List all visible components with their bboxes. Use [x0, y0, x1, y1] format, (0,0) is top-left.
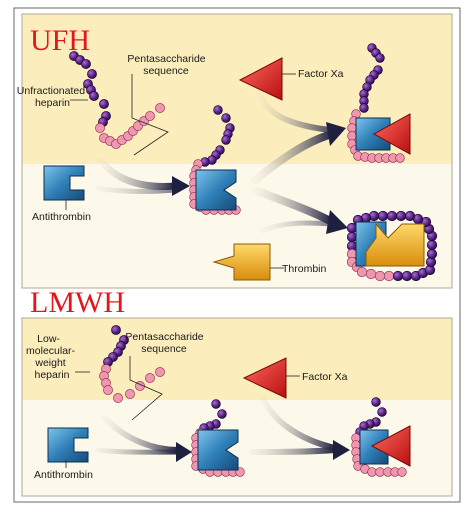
arrow-head [172, 176, 190, 196]
label-antithrombin-ufh: Antithrombin [32, 211, 91, 223]
heparin-bead [392, 270, 404, 282]
label-line: heparin [35, 97, 70, 109]
lmwh-arrows [94, 393, 350, 462]
lmwh-panel-border [21, 317, 453, 497]
arrow-complex-to-thrombin [251, 186, 336, 226]
pentasaccharide-bead [375, 467, 385, 477]
ufh-title: UFH [30, 24, 90, 57]
arrow-factor-xa-in [255, 89, 331, 133]
pentasaccharide-bead [356, 266, 368, 278]
heparin-bead [375, 53, 385, 63]
lmwh-title: LMWH [30, 286, 125, 319]
heparin-bead [81, 59, 91, 69]
pentasaccharide-bead [125, 389, 135, 399]
pentasaccharide-bead [374, 270, 386, 282]
thrombin-shape [212, 243, 271, 281]
label-line: sequence [141, 343, 187, 355]
pentasaccharide-bead [365, 268, 377, 280]
heparin-bead [89, 91, 99, 101]
thrombin-shape [365, 222, 425, 267]
heparin-bead [346, 222, 358, 234]
heparin-bead [395, 210, 407, 222]
antithrombin-shape [47, 427, 89, 463]
label-line: sequence [143, 65, 189, 77]
ufh-heparin-chain [69, 51, 165, 149]
heparin-bead [111, 325, 121, 335]
arrow-head [326, 122, 346, 146]
label-line: Pentasaccharide [125, 331, 203, 343]
pentasaccharide-bead [347, 123, 357, 133]
label-unfractionated-heparin: Unfractionated heparin [17, 85, 88, 109]
heparin-bead [346, 231, 358, 243]
pentasaccharide-bead [383, 270, 395, 282]
pentasaccharide-bead [155, 103, 165, 113]
label-pentasaccharide-ufh: Pentasaccharide sequence [127, 53, 208, 77]
heparin-chains [69, 43, 438, 477]
label-factor-xa-lmwh: Factor Xa [302, 371, 348, 383]
lmwh-panel [21, 317, 453, 497]
antithrombin-free [43, 165, 85, 201]
ufh-panel-border [21, 13, 453, 289]
arrow-factor-xa-in [259, 393, 336, 451]
heparin-bead [221, 113, 231, 123]
heparin-bead [377, 407, 387, 417]
antithrombin-shape [197, 429, 239, 471]
heparin-bead [211, 399, 221, 409]
pentasaccharide-bead [145, 111, 155, 121]
heparin-bead [87, 69, 97, 79]
pentasaccharide-bead [155, 367, 165, 377]
arrow-antithrombin-to-complex [94, 185, 176, 194]
arrow-antithrombin-to-complex [94, 447, 179, 455]
leader-lines [65, 73, 300, 468]
label-line: Pentasaccharide [127, 53, 205, 65]
pentasaccharide-bead [395, 153, 405, 163]
pentasaccharide-bead [397, 467, 407, 477]
pentasaccharide-bead [113, 393, 123, 403]
pentasaccharide-bead [95, 123, 105, 133]
pentasaccharide-bead [347, 131, 357, 141]
heparin-bead [426, 239, 438, 251]
heparin-bead [401, 270, 413, 282]
antithrombin-shape [195, 169, 237, 211]
heparin-bead [99, 99, 109, 109]
arrow-complex-to-xa [249, 447, 336, 455]
label-factor-xa-ufh: Factor Xa [298, 68, 344, 80]
label-line: heparin [34, 369, 69, 381]
factor-xa-shape [372, 113, 411, 155]
pentasaccharide-bead [103, 385, 113, 395]
heparin-bead [386, 210, 398, 222]
label-antithrombin-lmwh: Antithrombin [34, 469, 93, 481]
arrow-head [333, 440, 350, 460]
antithrombin-shape [43, 165, 85, 201]
arrow-head [326, 210, 348, 234]
label-thrombin: Thrombin [282, 263, 327, 275]
heparin-bead [371, 397, 381, 407]
pentasaccharide-bead [367, 467, 377, 477]
lmwh-panel-top [22, 318, 452, 400]
arrow-head [176, 442, 192, 462]
heparin-bead [359, 103, 369, 113]
factor-xa-shape [238, 57, 283, 101]
pentasaccharide-bead [145, 373, 155, 383]
factor-xa-shape [242, 357, 287, 399]
heparin-bead [404, 210, 416, 222]
arrow-thrombin-in [258, 220, 333, 235]
label-line: Low- [37, 333, 60, 345]
antithrombin-free-lmwh [47, 427, 89, 463]
arrow-complex-to-xa [251, 130, 336, 184]
heparin-bead [217, 409, 227, 419]
heparin-bead [426, 248, 438, 260]
heparin-bead [221, 135, 231, 145]
label-line: molecular- [26, 345, 76, 357]
arrow-heparin-to-complex [96, 156, 179, 190]
heparin-bead [377, 210, 389, 222]
label-line: weight [34, 357, 65, 369]
label-pentasaccharide-lmwh: Pentasaccharide sequence [125, 331, 206, 355]
ufh-arrows [94, 89, 348, 235]
label-lmwh: Low- molecular- weight heparin [26, 333, 78, 381]
factor-xa-shape [370, 425, 411, 467]
heparin-bead [213, 105, 223, 115]
label-line: Unfractionated [17, 85, 85, 97]
